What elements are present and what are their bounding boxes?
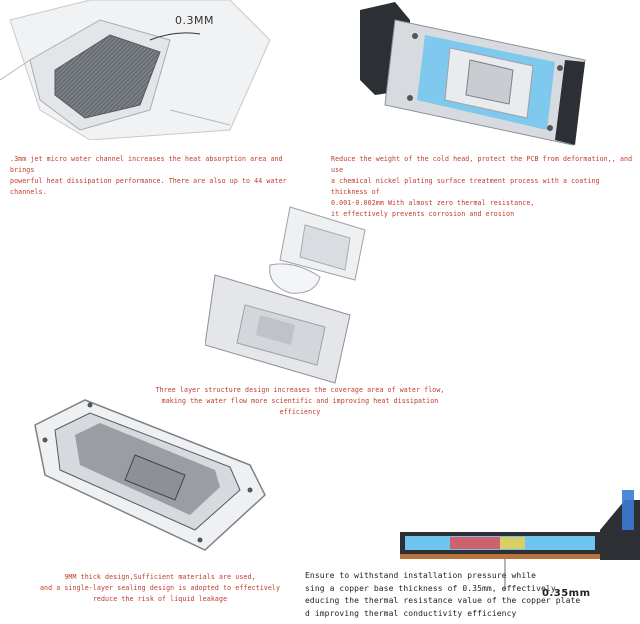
micro-channel-image: 0.3MM	[0, 0, 300, 140]
copper-base-illustration	[400, 490, 640, 590]
sealing-image	[25, 395, 270, 555]
cold-head-illustration	[360, 2, 586, 146]
sealing-illustration	[34, 399, 266, 551]
cold-head-caption: Reduce the weight of the cold head, prot…	[331, 155, 633, 218]
three-layer-illustration	[205, 206, 366, 384]
three-layer-caption: Three layer structure design increases t…	[155, 386, 445, 416]
cold-head-image	[355, 0, 640, 150]
three-layer-image	[205, 205, 380, 385]
micro-channel-caption: .3mm jet micro water channel increases t…	[10, 155, 287, 196]
micro-channel-illustration	[0, 0, 271, 140]
channel-thickness-label: 0.3MM	[175, 14, 214, 27]
base-thickness-label: 0.35mm	[542, 588, 591, 599]
copper-base-caption: Ensure to withstand installation pressur…	[305, 571, 581, 618]
sealing-caption: 9MM thick design,Sufficient materials ar…	[39, 573, 281, 603]
copper-base-image: 0.35mm	[400, 490, 640, 600]
